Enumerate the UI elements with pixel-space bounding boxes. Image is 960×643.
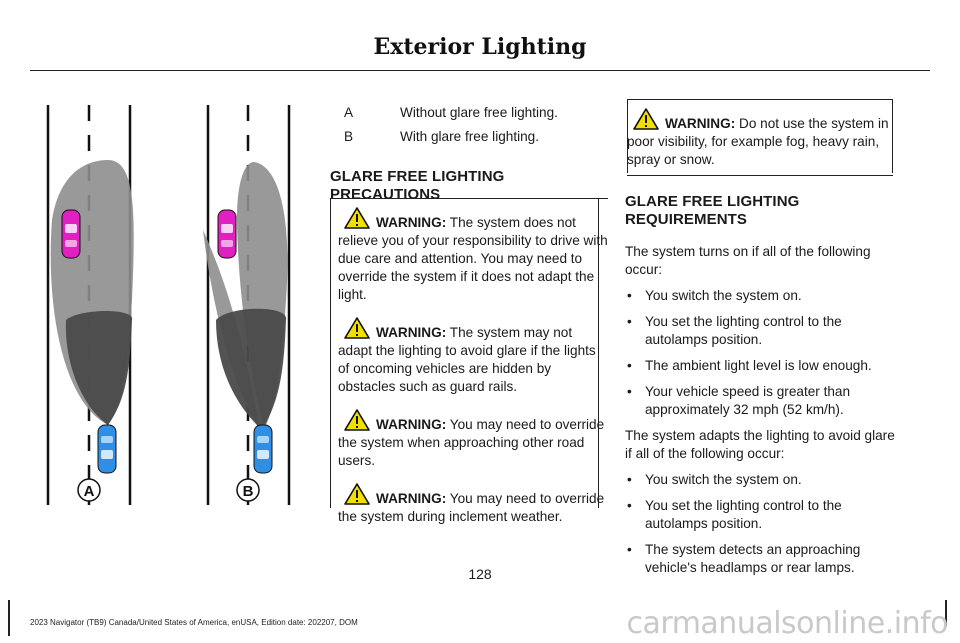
- list-item: Your vehicle speed is greater than appro…: [625, 383, 897, 419]
- label-b: B: [243, 483, 254, 500]
- right-warning-box-left-border: [627, 99, 628, 173]
- legend-text: With glare free lighting.: [400, 129, 540, 144]
- list-item: The ambient light level is low enough.: [625, 357, 897, 375]
- road-b: B: [203, 105, 291, 505]
- label-b-circle: [236, 478, 260, 502]
- precautions-box-left-border: [330, 198, 331, 508]
- label-a-circle: [77, 478, 101, 502]
- pink-car-b: [217, 209, 237, 259]
- warning-2: WARNING: The system may not adapt the li…: [338, 317, 608, 396]
- requirements-list-1: You switch the system on. You set the li…: [625, 287, 897, 419]
- warning-3: WARNING: You may need to override the sy…: [338, 409, 608, 470]
- warning-label: WARNING:: [376, 491, 447, 506]
- list-item: You switch the system on.: [625, 471, 897, 489]
- warning-text: The system does not relieve you of your …: [338, 215, 608, 302]
- right-warning-box-right-border: [892, 99, 893, 173]
- blue-car-a: [97, 424, 117, 474]
- legend-letter: A: [344, 105, 354, 120]
- warning-text: You may need to override the system duri…: [338, 491, 605, 524]
- legend-letter: B: [344, 129, 354, 144]
- legend-item-b: B With glare free lighting.: [344, 128, 600, 146]
- watermark: carmanualsonline.info: [626, 606, 949, 641]
- requirements-list-2: You switch the system on. You set the li…: [625, 471, 897, 577]
- warning-1: WARNING: The system does not relieve you…: [338, 207, 608, 304]
- requirements-heading: GLARE FREE LIGHTING REQUIREMENTS: [625, 193, 800, 228]
- warning-label: WARNING:: [665, 116, 736, 131]
- warning-5: WARNING: Do not use the system in poor v…: [627, 108, 893, 169]
- legend: A Without glare free lighting. B With gl…: [330, 104, 600, 146]
- warning-text: Do not use the system in poor visibility…: [627, 116, 889, 167]
- warning-label: WARNING:: [376, 215, 447, 230]
- middle-column: A Without glare free lighting. B With gl…: [330, 104, 600, 204]
- warning-triangle-icon: [344, 409, 370, 431]
- list-item: You set the lighting control to the auto…: [625, 313, 897, 349]
- blue-car-b: [253, 424, 273, 474]
- legend-item-a: A Without glare free lighting.: [344, 104, 600, 122]
- list-item: You switch the system on.: [625, 287, 897, 305]
- warning-triangle-icon: [633, 108, 659, 130]
- warning-4: WARNING: You may need to override the sy…: [338, 483, 608, 526]
- warning-triangle-icon: [344, 317, 370, 339]
- legend-text: Without glare free lighting.: [400, 105, 558, 120]
- right-warning-box: WARNING: Do not use the system in poor v…: [627, 99, 893, 176]
- requirements-section: GLARE FREE LIGHTING REQUIREMENTS The sys…: [625, 193, 897, 585]
- crop-mark-left: [8, 600, 10, 636]
- warning-text: You may need to override the system when…: [338, 417, 605, 468]
- list-item: You set the lighting control to the auto…: [625, 497, 897, 533]
- warning-label: WARNING:: [376, 417, 447, 432]
- page-title: Exterior Lighting: [373, 34, 587, 60]
- beam-b-dark: [216, 308, 287, 430]
- road-a: A: [46, 105, 134, 505]
- list-item: The system detects an approaching vehicl…: [625, 541, 897, 577]
- footer-edition: 2023 Navigator (TB9) Canada/United State…: [30, 618, 358, 627]
- requirements-intro-1: The system turns on if all of the follow…: [625, 244, 871, 277]
- warning-label: WARNING:: [376, 325, 447, 340]
- crop-mark-right: [945, 600, 947, 626]
- warning-text: The system may not adapt the lighting to…: [338, 325, 596, 394]
- warning-triangle-icon: [344, 483, 370, 505]
- precautions-warning-box: WARNING: The system does not relieve you…: [330, 198, 608, 526]
- label-a: A: [84, 483, 95, 500]
- header-divider: [30, 70, 930, 71]
- beam-a-dark: [65, 311, 133, 425]
- warning-triangle-icon: [344, 207, 370, 229]
- page-number: 128: [468, 566, 492, 582]
- glare-free-lighting-illustration: A B: [46, 105, 291, 505]
- pink-car-a: [61, 209, 81, 259]
- requirements-intro-2: The system adapts the lighting to avoid …: [625, 428, 895, 461]
- precautions-box-right-border: [598, 198, 599, 508]
